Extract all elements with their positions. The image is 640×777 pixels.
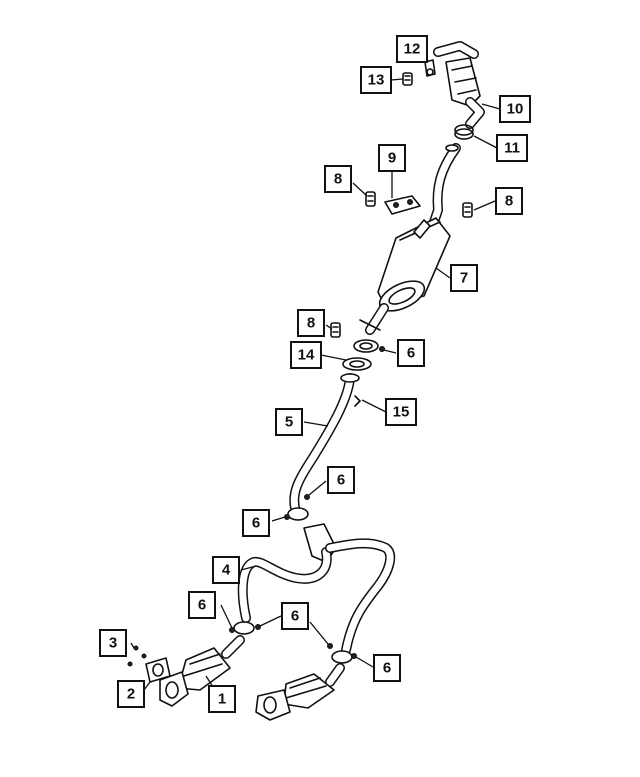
callout-12: 12 <box>396 35 428 63</box>
callout-7: 7 <box>450 264 478 292</box>
flange-nut <box>351 653 357 659</box>
callout-label: 6 <box>337 472 345 489</box>
callout-label: 12 <box>404 41 421 58</box>
callout-8: 8 <box>495 187 523 215</box>
flange-nut <box>255 624 261 630</box>
flange-nut <box>379 346 385 352</box>
tail-pipe <box>427 143 461 233</box>
callout-11: 11 <box>496 134 528 162</box>
tailpipe-assembly <box>433 41 485 129</box>
callout-6: 6 <box>242 509 270 537</box>
callout-5: 5 <box>275 408 303 436</box>
hanger-isolator <box>330 322 341 338</box>
callout-4: 4 <box>212 556 240 584</box>
catalytic-converter-left <box>159 635 245 707</box>
callout-label: 10 <box>507 101 524 118</box>
callout-6: 6 <box>281 602 309 630</box>
flange-nut <box>327 643 333 649</box>
callout-label: 6 <box>252 515 260 532</box>
callout-8: 8 <box>297 309 325 337</box>
callout-label: 6 <box>383 660 391 677</box>
callout-label: 7 <box>460 270 468 287</box>
callout-label: 6 <box>291 608 299 625</box>
callout-6: 6 <box>397 339 425 367</box>
hanger-isolator <box>462 202 473 218</box>
hanger-isolator <box>365 191 376 207</box>
rubber-isolator <box>402 72 413 86</box>
catalytic-converter-right <box>255 663 345 721</box>
callout-label: 6 <box>407 345 415 362</box>
clamp-bolt <box>424 59 436 77</box>
callout-9: 9 <box>378 144 406 172</box>
callout-1: 1 <box>208 685 236 713</box>
manifold-studs <box>127 645 147 667</box>
intermediate-pipe <box>287 373 360 521</box>
callout-10: 10 <box>499 95 531 123</box>
callout-2: 2 <box>117 680 145 708</box>
callout-label: 2 <box>127 686 135 703</box>
manifold-gasket <box>145 657 171 683</box>
callout-label: 3 <box>109 635 117 652</box>
callout-label: 14 <box>298 347 315 364</box>
pipe-clamp <box>454 124 474 140</box>
callout-label: 4 <box>222 562 231 579</box>
callout-6: 6 <box>188 591 216 619</box>
callout-label: 13 <box>368 72 385 89</box>
callout-label: 1 <box>218 691 226 708</box>
hanger-bracket <box>384 195 421 215</box>
callout-14: 14 <box>290 341 322 369</box>
flange-nut <box>229 627 235 633</box>
callout-label: 8 <box>334 171 342 188</box>
callout-label: 8 <box>505 193 513 210</box>
muffler <box>359 217 451 335</box>
callout-6: 6 <box>373 654 401 682</box>
y-pipe <box>233 523 396 664</box>
callout-6: 6 <box>327 466 355 494</box>
callout-3: 3 <box>99 629 127 657</box>
callout-8: 8 <box>324 165 352 193</box>
callout-label: 5 <box>285 414 293 431</box>
callout-label: 15 <box>393 404 410 421</box>
leader-lines <box>130 48 501 691</box>
retainer-clip <box>354 395 361 407</box>
callout-13: 13 <box>360 66 392 94</box>
flange-nut <box>304 494 310 500</box>
flange-nut <box>284 514 290 520</box>
callout-15: 15 <box>385 398 417 426</box>
callout-label: 6 <box>198 597 206 614</box>
flange-gasket <box>342 339 379 371</box>
callout-label: 9 <box>388 150 396 167</box>
callout-label: 11 <box>504 140 520 157</box>
callout-label: 8 <box>307 315 315 332</box>
